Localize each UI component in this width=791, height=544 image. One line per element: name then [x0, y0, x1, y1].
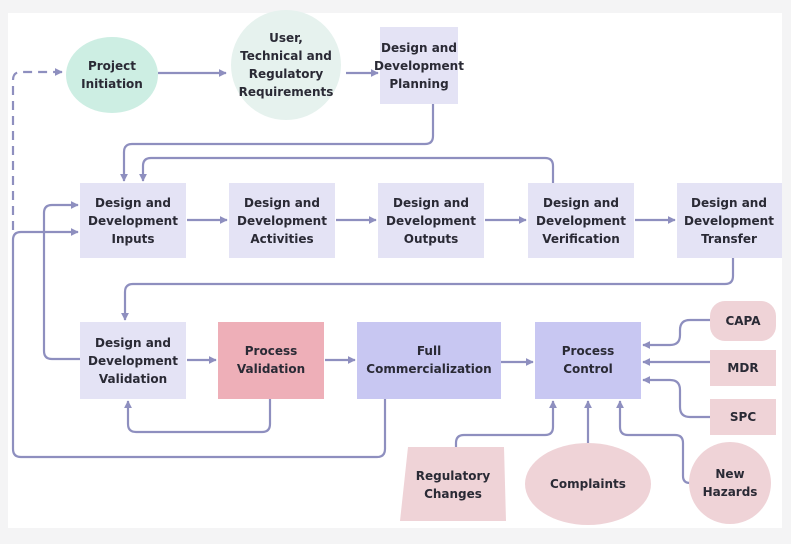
label-line: Development: [684, 214, 774, 228]
label-line: Design and: [381, 41, 457, 55]
spc-label: SPC: [730, 410, 756, 424]
label-line: Process: [245, 344, 298, 358]
label-line: Development: [237, 214, 327, 228]
label-line: Development: [88, 354, 178, 368]
connector-spc-to-process-control: [642, 376, 710, 419]
label-line: Process: [562, 344, 615, 358]
connector-planning-to-inputs: [120, 104, 435, 182]
label-line: Design and: [95, 336, 171, 350]
label-line: Full: [417, 344, 441, 358]
label-line: Hazards: [703, 485, 758, 499]
label-line: Transfer: [701, 232, 757, 246]
label-line: Verification: [542, 232, 620, 246]
connector-hazards-to-process-control: [616, 400, 691, 485]
label-line: Control: [563, 362, 613, 376]
label-line: Commercialization: [366, 362, 491, 376]
label-line: Activities: [250, 232, 313, 246]
label-line: Regulatory: [416, 469, 491, 483]
complaints-label: Complaints: [550, 477, 626, 491]
label-line: Development: [88, 214, 178, 228]
label-line: Inputs: [111, 232, 154, 246]
label-line: Changes: [424, 487, 482, 501]
mdr-label: MDR: [727, 361, 758, 375]
connector-capa-to-process-control: [642, 318, 710, 349]
label-line: Complaints: [550, 477, 626, 491]
label-line: New: [715, 467, 744, 481]
label-line: Development: [386, 214, 476, 228]
label-line: Design and: [95, 196, 171, 210]
node-mdr: MDR: [710, 350, 776, 386]
label-line: SPC: [730, 410, 756, 424]
label-line: Validation: [99, 372, 167, 386]
connector-validation-to-inputs: [42, 201, 80, 361]
label-line: Validation: [237, 362, 305, 376]
connector-dashed-to-initiation: [11, 68, 63, 230]
node-spc: SPC: [710, 399, 776, 435]
capa-label: CAPA: [725, 314, 761, 328]
connector-process-validation-to-dd-validation: [124, 399, 272, 434]
connector-verification-to-inputs: [139, 156, 555, 183]
node-complaints: Complaints: [525, 443, 651, 525]
label-line: Requirements: [239, 85, 334, 99]
label-line: Outputs: [404, 232, 459, 246]
label-line: Planning: [389, 77, 448, 91]
label-line: Design and: [393, 196, 469, 210]
label-line: Regulatory: [249, 67, 324, 81]
label-line: Development: [536, 214, 626, 228]
label-line: CAPA: [725, 314, 761, 328]
connector-transfer-to-validation: [121, 258, 735, 321]
label-line: Design and: [543, 196, 619, 210]
label-line: Project: [88, 59, 136, 73]
label-line: Design and: [691, 196, 767, 210]
label-line: Technical and: [240, 49, 332, 63]
node-capa: CAPA: [710, 301, 776, 341]
connector-regulatory-to-process-control: [454, 400, 557, 447]
label-line: Development: [374, 59, 464, 73]
label-line: User,: [269, 31, 303, 45]
connector-commercialization-to-inputs: [11, 228, 387, 459]
label-line: Design and: [244, 196, 320, 210]
label-line: MDR: [727, 361, 758, 375]
label-line: Initiation: [81, 77, 143, 91]
